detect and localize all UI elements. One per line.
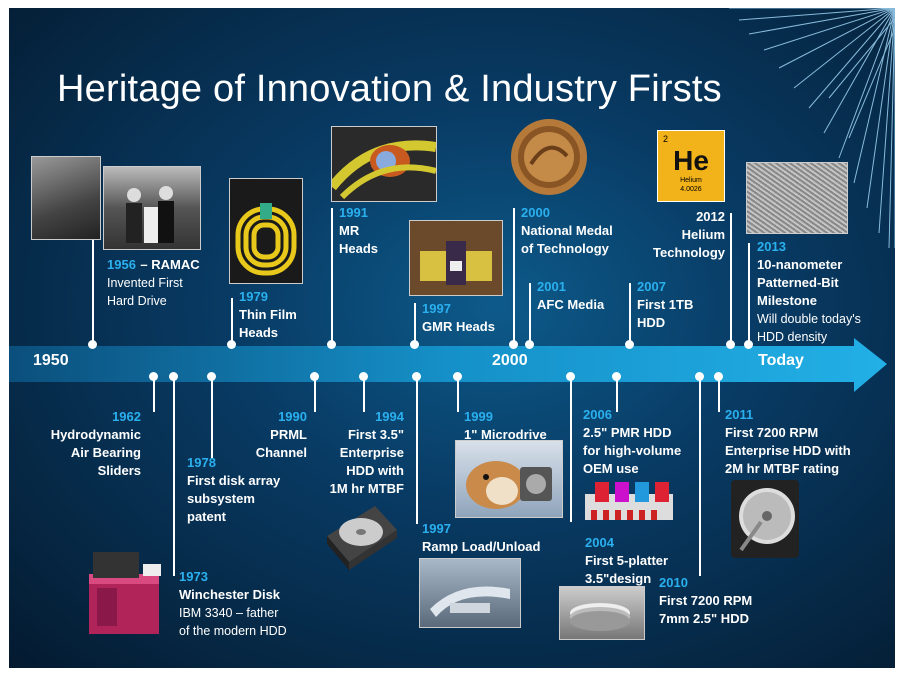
tick-2012 [726,340,735,349]
mr-head-image [331,126,437,202]
axis-mid-label: 2000 [492,352,528,369]
milestone-1997-gmr: 1997 GMR Heads [422,301,495,334]
national-medal-image [509,116,589,198]
patterned-bit-media-image [746,162,848,234]
helium-element-tile: 2 He Helium 4.0026 [657,130,725,202]
tick-1991 [327,340,336,349]
timeline-slide: Heritage of Innovation & Industry Firsts… [9,8,895,668]
enterprise-hdd-image [321,496,401,574]
ramp-load-image [419,558,521,628]
five-platter-hdd-image [559,586,645,640]
microdrive-hamster-image [455,440,563,518]
tick-1997a [410,340,419,349]
milestone-1997-ramp: 1997 Ramp Load/Unload [422,521,541,554]
milestone-1999: 1999 1" Microdrive [464,409,547,442]
axis-end-label: Today [758,352,804,369]
thin-film-head-image [229,178,303,284]
tick-2000 [509,340,518,349]
7200rpm-hdd-image [727,476,803,562]
tick-1979 [227,340,236,349]
photo-early-drive-image [31,156,101,240]
winchester-disk-image [83,544,165,640]
pmr-hdd-image [581,478,679,536]
tick-2013 [744,340,753,349]
timeline-arrow [9,338,887,392]
light-rays-decoration [729,8,895,248]
tick-2001 [525,340,534,349]
gmr-head-image [409,220,503,296]
milestone-2001: 2001 AFC Media [537,279,605,312]
axis-start-label: 1950 [33,352,69,369]
tick-1956 [88,340,97,349]
tick-2007 [625,340,634,349]
page-title: Heritage of Innovation & Industry Firsts [57,68,722,110]
photo-ramac-image [103,166,201,250]
